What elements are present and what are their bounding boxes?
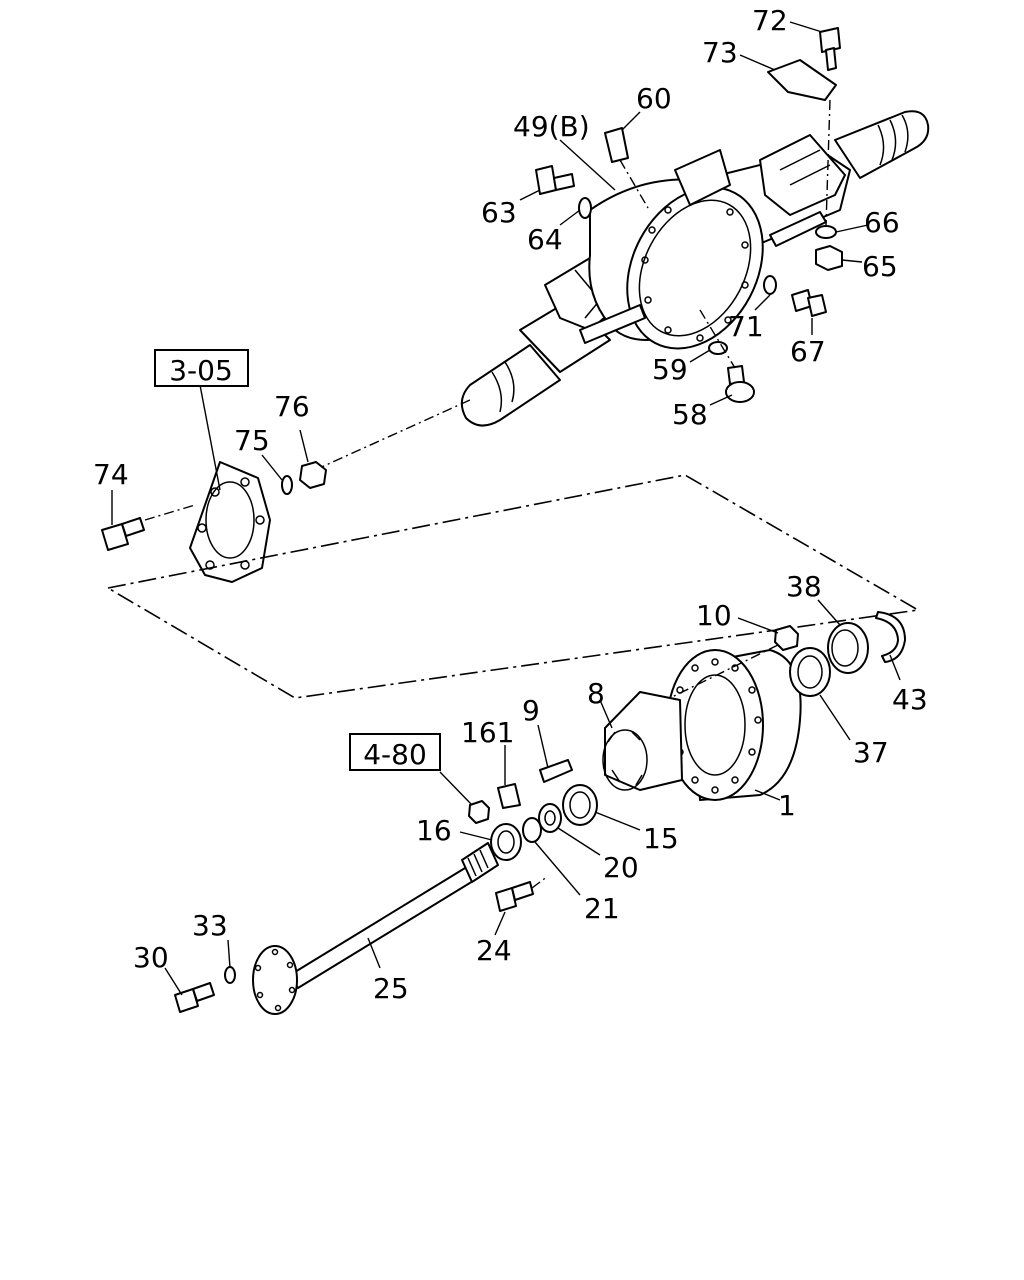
- callout-8: 8: [587, 677, 605, 710]
- part-24-bolt: [495, 881, 534, 912]
- callout-75: 75: [234, 424, 270, 457]
- part-1-brake-drum: [666, 649, 802, 801]
- callout-49b: 49(B): [513, 110, 590, 143]
- part-76-nut: [299, 461, 327, 489]
- callout-15: 15: [643, 822, 679, 855]
- callout-65: 65: [862, 250, 898, 283]
- part-66-washer: [815, 225, 837, 239]
- part-8-hub: [602, 691, 683, 791]
- callout-24: 24: [476, 934, 512, 967]
- part-75-washer: [281, 475, 293, 495]
- callout-37: 37: [853, 736, 889, 769]
- callout-58: 58: [672, 398, 708, 431]
- callout-71: 71: [728, 310, 764, 343]
- callout-20: 20: [603, 851, 639, 884]
- part-64-washer: [578, 197, 592, 219]
- part-74-bolt: [101, 517, 145, 551]
- callout-66: 66: [864, 206, 900, 239]
- axle-housing: [460, 110, 930, 427]
- callout-161: 161: [461, 716, 514, 749]
- part-67-bolt: [791, 289, 827, 317]
- reference-box-4-80[interactable]: 4-80: [349, 733, 441, 771]
- callout-72: 72: [752, 4, 788, 37]
- leader-lines: [111, 21, 901, 996]
- part-38-ring: [827, 622, 869, 674]
- callout-60: 60: [636, 82, 672, 115]
- reference-box-3-05[interactable]: 3-05: [154, 349, 249, 387]
- part-59-washer: [708, 341, 728, 355]
- part-161-spacer: [497, 783, 521, 809]
- part-43-snap-ring: [875, 611, 906, 663]
- part-30-bolt: [174, 982, 215, 1013]
- part-4-80-nut: [468, 800, 490, 824]
- part-63-bolt: [535, 165, 575, 195]
- callout-21: 21: [584, 892, 620, 925]
- part-65-nut: [815, 245, 843, 271]
- callout-9: 9: [522, 694, 540, 727]
- callout-59: 59: [652, 353, 688, 386]
- part-72-bolt: [819, 27, 841, 71]
- callout-1: 1: [778, 789, 796, 822]
- callout-33: 33: [192, 909, 228, 942]
- callout-25: 25: [373, 972, 409, 1005]
- part-58-plug: [725, 365, 755, 403]
- part-10-nut: [774, 625, 799, 651]
- part-3-05-flange: [189, 461, 271, 583]
- callout-labels: 72 73 60 49(B) 63 64 66 65 71 67 59 58 7…: [93, 4, 928, 1005]
- callout-76: 76: [274, 390, 310, 423]
- callout-43: 43: [892, 683, 928, 716]
- part-37-bearing: [789, 647, 831, 697]
- callout-30: 30: [133, 941, 169, 974]
- part-73-plate: [767, 59, 837, 101]
- callout-10: 10: [696, 599, 732, 632]
- part-16-seal: [490, 823, 522, 861]
- callout-64: 64: [527, 223, 563, 256]
- reference-label-3-05: 3-05: [169, 354, 233, 387]
- callout-63: 63: [481, 196, 517, 229]
- assembly-frame: [105, 474, 921, 699]
- callout-73: 73: [702, 36, 738, 69]
- callout-16: 16: [416, 814, 452, 847]
- part-25-axle-shaft: [252, 842, 499, 1015]
- part-33-washer: [224, 966, 236, 984]
- callout-74: 74: [93, 458, 129, 491]
- part-21-washer: [522, 817, 542, 843]
- part-60-plug: [604, 127, 629, 163]
- part-20-nut: [538, 803, 562, 833]
- part-9-stud: [539, 759, 573, 783]
- callout-38: 38: [786, 570, 822, 603]
- part-15-bearing: [562, 784, 598, 826]
- reference-label-4-80: 4-80: [363, 738, 427, 771]
- callout-67: 67: [790, 335, 826, 368]
- part-71-washer: [763, 275, 777, 295]
